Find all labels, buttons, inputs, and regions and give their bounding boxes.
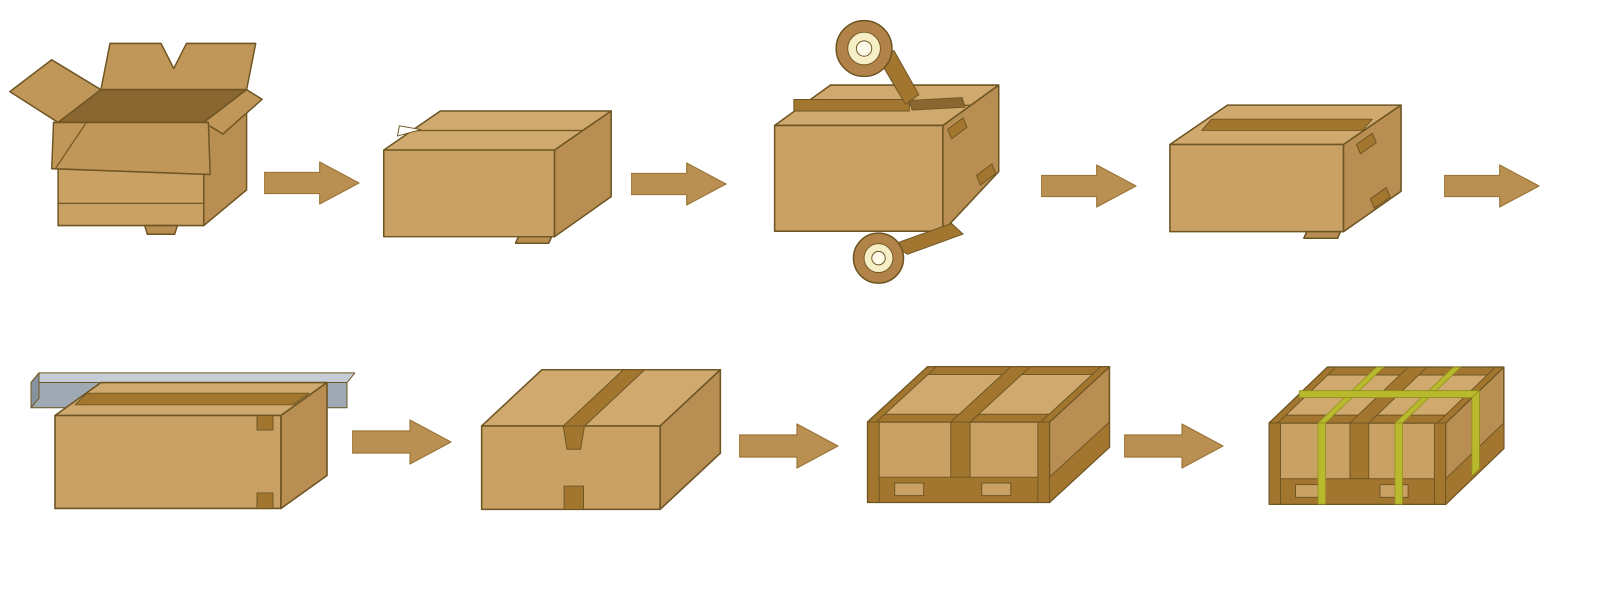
strap-long-top xyxy=(1298,390,1480,398)
corner-crease xyxy=(553,129,584,151)
strapping-bands xyxy=(1298,366,1480,505)
front-tape-tab xyxy=(562,425,585,450)
corner-tape xyxy=(867,421,880,503)
flow-arrow-7 xyxy=(1124,423,1224,469)
right-face xyxy=(1342,104,1402,233)
flap-gap-notch xyxy=(396,125,422,137)
sealed-carton-illustration xyxy=(1169,104,1402,239)
open-seam-gap xyxy=(908,97,966,111)
left-flap xyxy=(9,59,102,124)
corner-crease xyxy=(582,110,612,132)
side-tape-tab xyxy=(976,163,997,186)
folded-box xyxy=(382,110,612,244)
corner-crease xyxy=(411,110,442,132)
right-face xyxy=(659,368,722,511)
right-flap xyxy=(203,88,263,135)
strap-long-side xyxy=(1471,390,1480,477)
arrow-right-icon xyxy=(1041,164,1137,208)
corner-tape xyxy=(1037,421,1050,503)
flow-arrow-4 xyxy=(1444,164,1540,208)
front-flap-folded-down xyxy=(50,121,211,176)
step-reinforced-edges xyxy=(856,330,1122,514)
flow-arrow-2 xyxy=(631,162,727,206)
band-slot xyxy=(981,482,1012,497)
reinforced-carton-illustration xyxy=(866,366,1111,504)
rail-end-cap xyxy=(30,372,40,409)
front-face xyxy=(382,149,556,238)
center-tape-front xyxy=(950,421,971,478)
open-box xyxy=(9,42,263,235)
arrow-right-icon xyxy=(631,162,727,206)
step-sealed-carton xyxy=(1160,77,1408,241)
strapped-box xyxy=(1268,366,1505,506)
arrow-right-icon xyxy=(739,423,839,469)
step-carton-with-rail xyxy=(25,338,355,522)
arrow-right-icon xyxy=(352,419,452,465)
taped-carton-illustration xyxy=(480,368,722,511)
step-taping-seams xyxy=(765,12,1017,286)
band-slot xyxy=(1379,484,1409,498)
front-tape-tab xyxy=(256,492,274,509)
taped-box xyxy=(480,368,722,511)
flap-crease xyxy=(54,121,87,170)
corner-tape xyxy=(1433,422,1447,505)
strap-front xyxy=(1394,422,1403,505)
band-slot xyxy=(894,482,925,497)
rail-top xyxy=(30,372,355,384)
front-face xyxy=(54,414,282,510)
bottom-tape-tab xyxy=(563,485,585,510)
side-tape-tab xyxy=(947,117,968,140)
step-strapped-carton xyxy=(1258,330,1516,516)
step-carton-flaps-folded xyxy=(374,83,618,246)
taping-carton-illustration xyxy=(773,19,1000,284)
tape-roll-top-icon xyxy=(835,19,893,78)
carton-with-rail-illustration xyxy=(30,372,355,510)
front-tape-tab xyxy=(256,414,274,431)
open-carton-box-illustration xyxy=(9,42,263,235)
step-open-carton-box xyxy=(8,28,263,240)
front-face xyxy=(773,124,944,232)
bottom-tab xyxy=(1303,230,1342,239)
reinforced-box xyxy=(866,366,1111,504)
seam-tape xyxy=(1201,118,1373,131)
applied-tape-strip xyxy=(793,99,910,112)
front-face xyxy=(1169,143,1345,233)
arrow-right-icon xyxy=(1444,164,1540,208)
seam-tape xyxy=(74,392,310,406)
flow-arrow-3 xyxy=(1041,164,1137,208)
back-flap xyxy=(100,42,257,91)
arrow-right-icon xyxy=(1124,423,1224,469)
tape-roll-bottom-icon xyxy=(852,232,905,284)
bottom-edge-band-side xyxy=(1048,421,1110,503)
folded-carton-illustration xyxy=(382,110,612,244)
right-face xyxy=(280,381,328,510)
flow-arrow-5 xyxy=(352,419,452,465)
bottom-tab xyxy=(514,235,553,244)
flow-arrow-6 xyxy=(739,423,839,469)
arrow-right-icon xyxy=(264,161,360,205)
strap-front xyxy=(1317,422,1326,505)
bottom-tab xyxy=(143,224,179,235)
sealed-box xyxy=(54,381,328,510)
side-tape-tab xyxy=(1369,187,1391,209)
center-tape-front xyxy=(1349,422,1370,480)
right-face xyxy=(942,84,1000,232)
strapped-carton-illustration xyxy=(1268,366,1505,506)
sealed-box xyxy=(1169,104,1402,239)
flow-arrow-1 xyxy=(264,161,360,205)
step-taped-center-seam xyxy=(470,331,732,520)
taping-box xyxy=(773,19,1000,284)
side-tape-tab xyxy=(1355,132,1377,155)
corner-tape xyxy=(1268,422,1281,505)
